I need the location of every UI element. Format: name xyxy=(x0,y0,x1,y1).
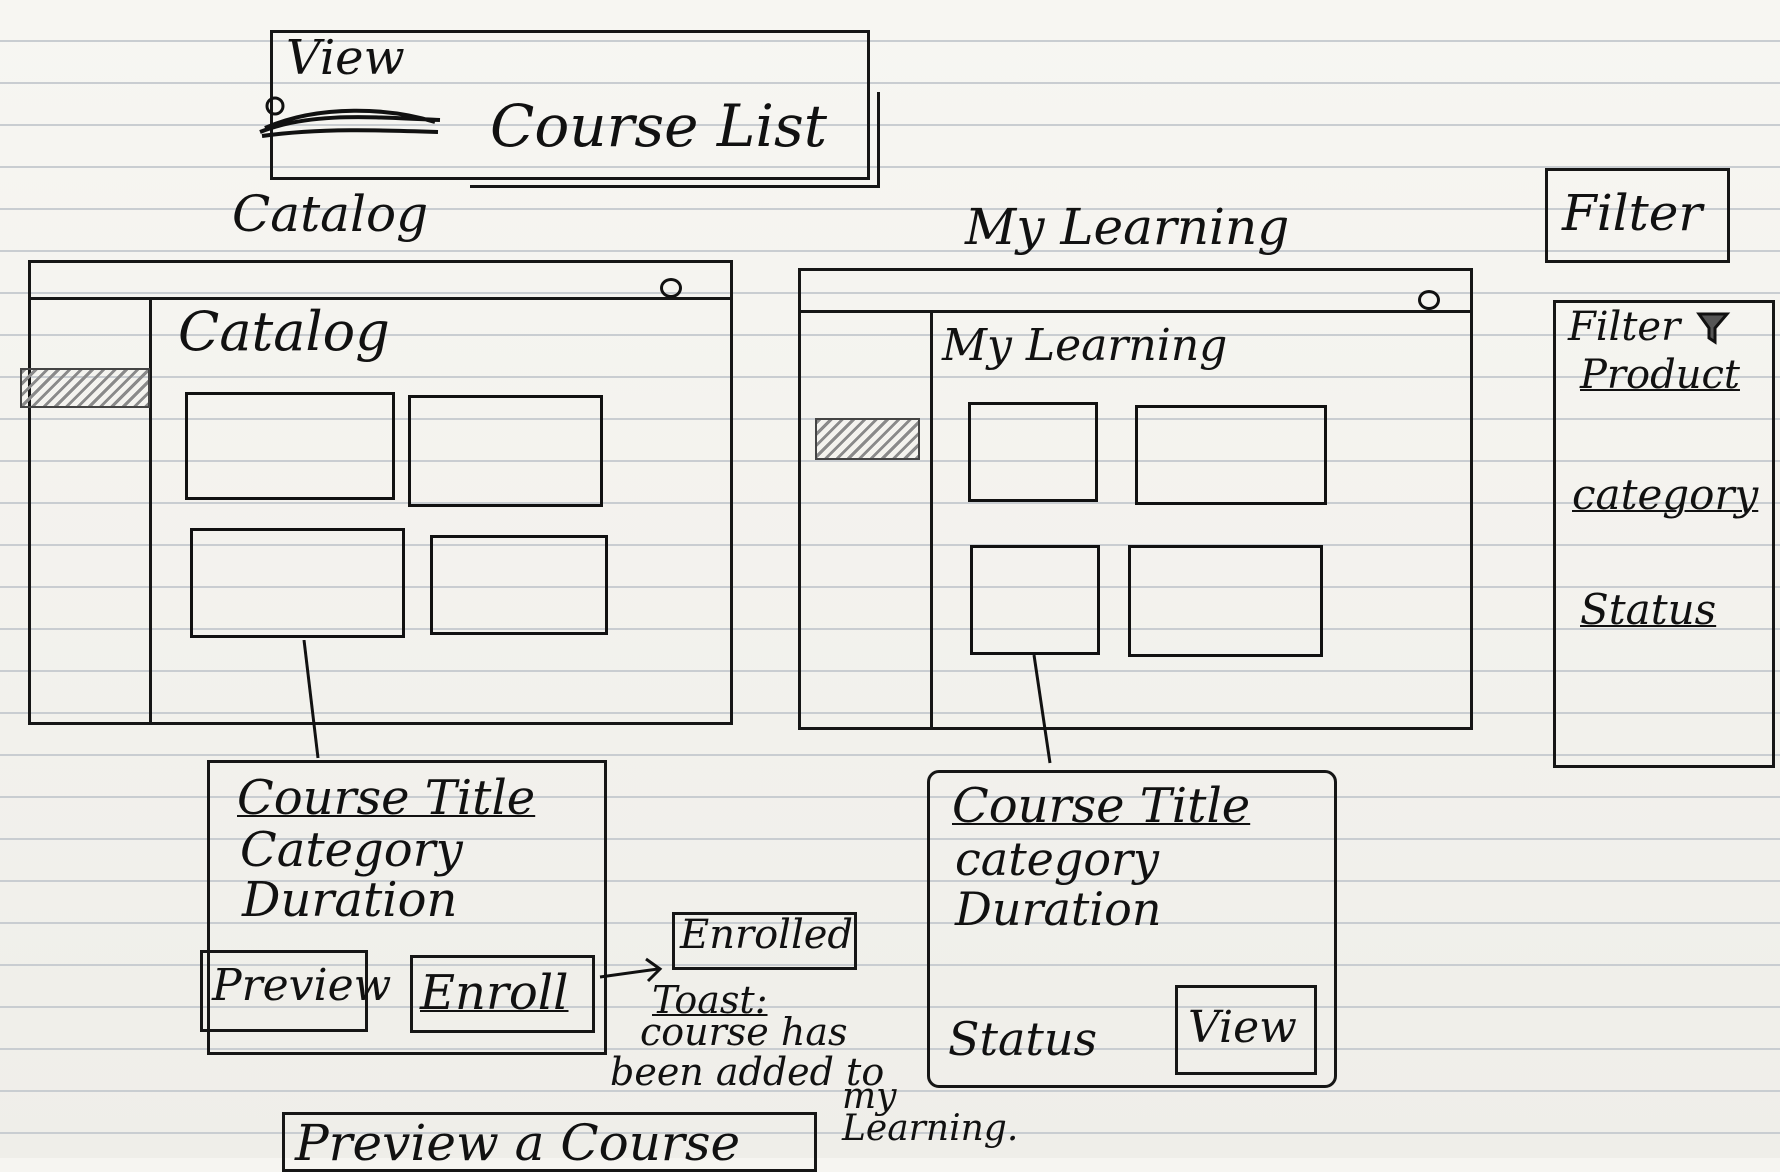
enroll-arrow-icon xyxy=(599,957,663,983)
toast-line: Learning. xyxy=(842,1108,1019,1149)
my-learning-course-tile[interactable] xyxy=(968,402,1098,502)
catalog-card-title: Course Title xyxy=(237,770,536,826)
my-learning-connector-line xyxy=(1032,655,1052,764)
catalog-course-card xyxy=(207,760,607,1055)
view-button[interactable] xyxy=(1175,985,1317,1075)
my-learning-titlebar xyxy=(798,268,1473,313)
status-label: Status xyxy=(948,1012,1098,1066)
catalog-window-control-icon[interactable] xyxy=(660,278,682,298)
preview-course-label: Preview a Course xyxy=(295,1114,741,1172)
my-learning-course-tile[interactable] xyxy=(1135,405,1327,505)
view-tab-label: View xyxy=(286,30,405,86)
my-learning-sidebar-selected-item[interactable] xyxy=(815,418,920,460)
catalog-connector-line xyxy=(302,640,320,759)
catalog-heading: Catalog xyxy=(232,185,429,243)
catalog-course-tile[interactable] xyxy=(185,392,395,500)
my-learning-card-title: Course Title xyxy=(952,778,1251,834)
my-learning-panel-title: My Learning xyxy=(942,320,1228,371)
catalog-panel-title: Catalog xyxy=(178,300,390,363)
filter-item-category[interactable]: category xyxy=(1572,470,1759,519)
toast-line: my xyxy=(842,1076,897,1117)
my-learning-window-control-icon[interactable] xyxy=(1418,290,1440,310)
catalog-sidebar-selected-item[interactable] xyxy=(20,368,150,408)
catalog-sidebar xyxy=(28,300,152,725)
filter-button-label: Filter xyxy=(1562,184,1703,242)
filter-item-product[interactable]: Product xyxy=(1580,352,1740,398)
filter-button[interactable] xyxy=(1545,168,1730,263)
toast-line: been added to xyxy=(610,1050,885,1094)
enrolled-label: Enrolled xyxy=(680,912,854,958)
my-learning-heading: My Learning xyxy=(965,198,1290,256)
view-button-label: View xyxy=(1188,1002,1297,1053)
catalog-card-duration: Duration xyxy=(242,872,458,928)
toast-label: Toast: xyxy=(652,978,768,1022)
catalog-titlebar xyxy=(28,260,733,300)
scribble-mark xyxy=(259,96,441,138)
my-learning-course-tile[interactable] xyxy=(1128,545,1323,657)
filter-panel-title: Filter xyxy=(1568,304,1681,350)
course-list-tab-label: Course List xyxy=(490,92,828,160)
view-tab[interactable] xyxy=(270,30,870,180)
enroll-button-label: Enroll xyxy=(420,965,569,1021)
catalog-course-tile[interactable] xyxy=(408,395,603,507)
my-learning-sidebar xyxy=(798,313,933,730)
catalog-card-category: Category xyxy=(240,822,463,878)
preview-button[interactable] xyxy=(200,950,368,1032)
filter-item-status[interactable]: Status xyxy=(1580,585,1717,634)
my-learning-course-card xyxy=(927,770,1337,1088)
filter-panel xyxy=(1553,300,1775,768)
catalog-course-tile[interactable] xyxy=(190,528,405,638)
my-learning-course-tile[interactable] xyxy=(970,545,1100,655)
catalog-course-tile[interactable] xyxy=(430,535,608,635)
my-learning-card-category: category xyxy=(955,832,1160,886)
enroll-button[interactable] xyxy=(410,955,595,1033)
my-learning-card-duration: Duration xyxy=(955,882,1162,936)
funnel-icon[interactable] xyxy=(1695,308,1731,348)
toast-line: course has xyxy=(640,1010,848,1054)
enrolled-state-box xyxy=(672,912,857,970)
course-list-tab[interactable] xyxy=(470,92,880,188)
preview-button-label: Preview xyxy=(212,960,392,1011)
